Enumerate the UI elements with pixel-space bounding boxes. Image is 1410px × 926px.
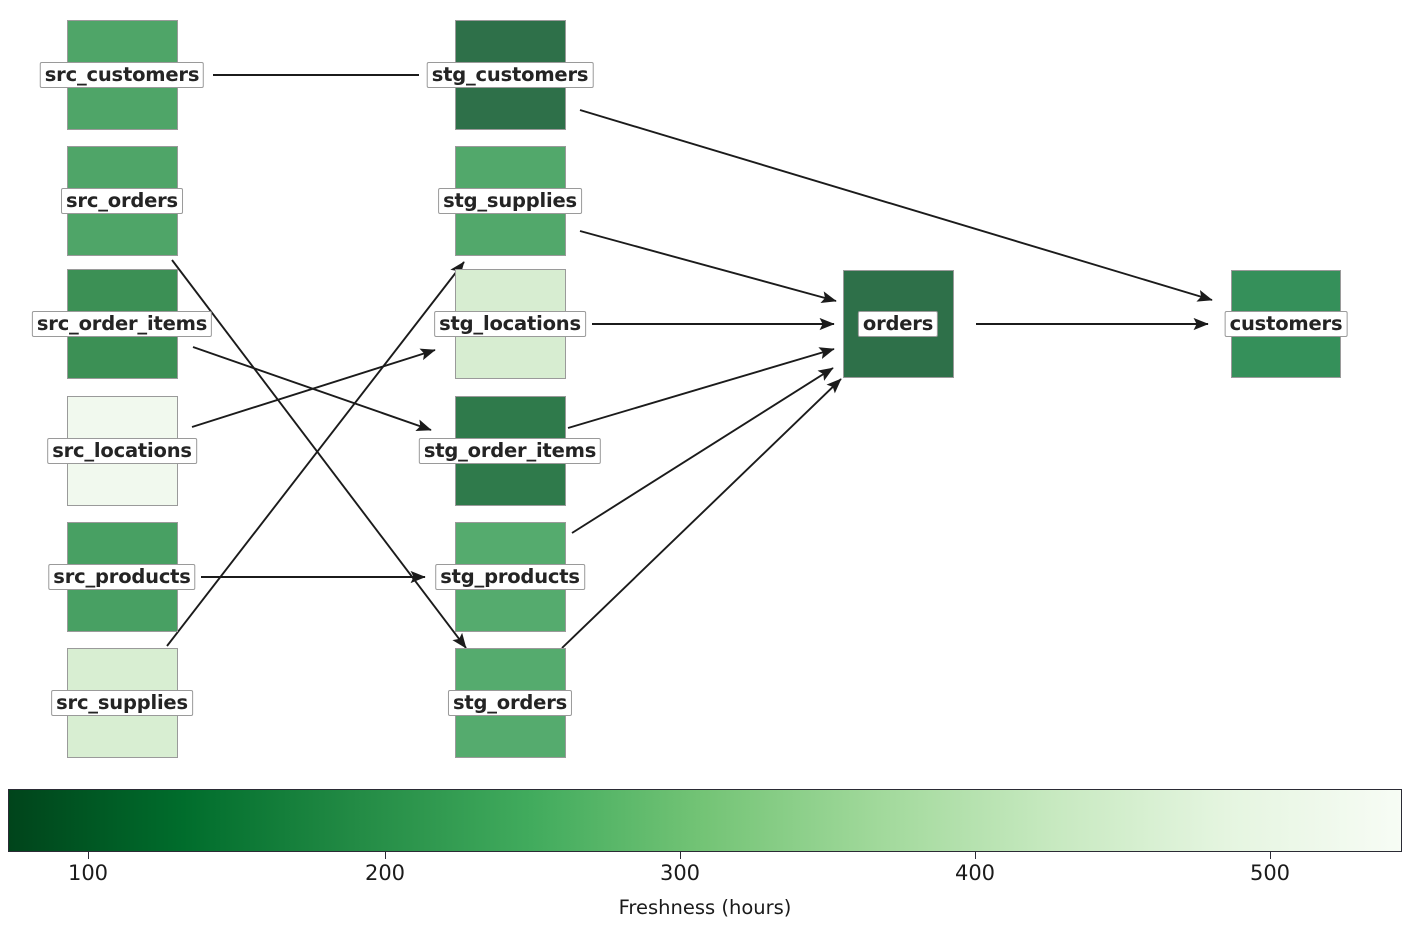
colorbar-gradient <box>9 790 1401 851</box>
colorbar-tick-label-100: 100 <box>67 861 109 885</box>
colorbar-tick-label-300: 300 <box>659 861 701 885</box>
colorbar-tick-label-500: 500 <box>1249 861 1291 885</box>
node-label-customers[interactable]: customers <box>1224 310 1348 338</box>
edge-src_order_items-to-stg_order_items <box>192 346 432 431</box>
freshness-colorbar <box>8 789 1402 852</box>
edge-stg_order_items-to-orders <box>567 347 835 429</box>
node-label-src_order_items[interactable]: src_order_items <box>31 310 213 338</box>
node-label-orders[interactable]: orders <box>857 310 939 338</box>
edge-src_locations-to-stg_locations <box>191 348 436 428</box>
node-label-src_products[interactable]: src_products <box>48 563 196 591</box>
colorbar-tick-label-200: 200 <box>364 861 406 885</box>
node-label-stg_locations[interactable]: stg_locations <box>434 310 586 338</box>
node-label-src_supplies[interactable]: src_supplies <box>51 689 193 717</box>
node-label-stg_products[interactable]: stg_products <box>435 563 585 591</box>
colorbar-tick-400 <box>975 852 977 859</box>
node-label-src_locations[interactable]: src_locations <box>47 437 197 465</box>
node-label-stg_supplies[interactable]: stg_supplies <box>438 187 582 215</box>
colorbar-axis-label: Freshness (hours) <box>618 896 792 919</box>
node-label-stg_orders[interactable]: stg_orders <box>447 689 573 717</box>
colorbar-tick-100 <box>88 852 90 859</box>
edge-stg_products-to-orders <box>571 367 834 534</box>
edge-stg_orders-to-orders <box>561 378 842 649</box>
edge-stg_supplies-to-orders <box>579 230 837 304</box>
node-label-stg_customers[interactable]: stg_customers <box>426 61 594 89</box>
node-label-stg_order_items[interactable]: stg_order_items <box>418 437 602 465</box>
colorbar-tick-label-400: 400 <box>954 861 996 885</box>
node-label-src_customers[interactable]: src_customers <box>39 61 205 89</box>
node-label-src_orders[interactable]: src_orders <box>61 187 183 215</box>
colorbar-tick-200 <box>385 852 387 859</box>
colorbar-tick-300 <box>680 852 682 859</box>
colorbar-tick-500 <box>1270 852 1272 859</box>
